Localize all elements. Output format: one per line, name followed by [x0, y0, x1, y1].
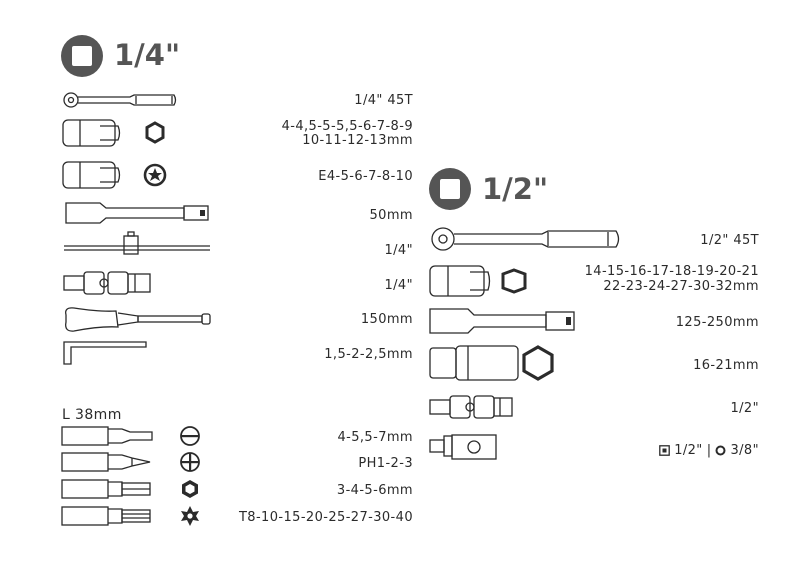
ratchet-half-label: 1/2" 45T: [700, 233, 759, 248]
adapter-drawing: [429, 434, 497, 460]
adapter-from-size: 1/2": [674, 442, 703, 458]
hex-socket-quarter-drawing: [62, 119, 165, 147]
hex-bit-drawing: [61, 479, 198, 499]
square-drive-small-icon: [659, 444, 671, 456]
torx-socket-quarter-label: E4-5-6-7-8-10: [318, 169, 413, 184]
square-drive-half-icon: [429, 168, 471, 210]
universal-joint-half-label: 1/2": [730, 401, 759, 416]
hex-socket-quarter-label-1: 4-4,5-5-5,5-6-7-8-9: [281, 119, 413, 134]
adapter-label: 1/2" | 3/8": [659, 442, 759, 458]
torx-bit-drawing: [61, 506, 199, 526]
hex-key-label: 1,5-2-2,5mm: [324, 347, 413, 362]
t-bar-quarter-label: 1/4": [384, 243, 413, 258]
hex-socket-half-label-2: 22-23-24-27-30-32mm: [603, 279, 759, 294]
t-bar-quarter-drawing: [64, 231, 210, 255]
phillips-bit-label: PH1-2-3: [358, 456, 413, 471]
round-drive-small-icon: [715, 445, 726, 455]
slotted-bit-label: 4-5,5-7mm: [337, 430, 413, 445]
half-section-title: 1/2": [482, 172, 549, 206]
universal-joint-quarter-drawing: [63, 271, 151, 295]
hex-socket-half-drawing: [429, 265, 527, 297]
hex-bit-label: 3-4-5-6mm: [336, 483, 413, 498]
screwdriver-handle-label: 150mm: [360, 312, 413, 327]
quarter-section-title: 1/4": [114, 38, 181, 72]
adapter-separator: |: [706, 442, 712, 458]
extension-bar-half-drawing: [429, 308, 575, 334]
screwdriver-handle-drawing: [65, 307, 211, 332]
extension-bar-half-label: 125-250mm: [675, 315, 759, 330]
torx-bit-label: T8-10-15-20-25-27-30-40: [238, 510, 413, 525]
ratchet-quarter-drawing: [63, 92, 177, 108]
extension-bar-quarter-label: 50mm: [369, 208, 413, 223]
adapter-to-size: 3/8": [730, 442, 759, 458]
slotted-bit-drawing: [61, 426, 200, 446]
extension-bar-quarter-drawing: [65, 202, 209, 224]
spark-plug-socket-label: 16-21mm: [693, 358, 759, 373]
phillips-bit-drawing: [61, 452, 200, 472]
ratchet-quarter-label: 1/4" 45T: [354, 93, 413, 108]
bits-length-label: L 38mm: [62, 407, 122, 423]
universal-joint-half-drawing: [429, 395, 513, 419]
torx-socket-quarter-drawing: [62, 161, 167, 189]
hex-socket-quarter-label-2: 10-11-12-13mm: [302, 133, 413, 148]
hex-key-drawing: [63, 341, 147, 365]
universal-joint-quarter-label: 1/4": [384, 278, 413, 293]
square-drive-quarter-icon: [61, 35, 103, 77]
spark-plug-socket-drawing: [429, 345, 554, 381]
ratchet-half-drawing: [431, 227, 620, 251]
hex-socket-half-label-1: 14-15-16-17-18-19-20-21: [584, 264, 759, 279]
